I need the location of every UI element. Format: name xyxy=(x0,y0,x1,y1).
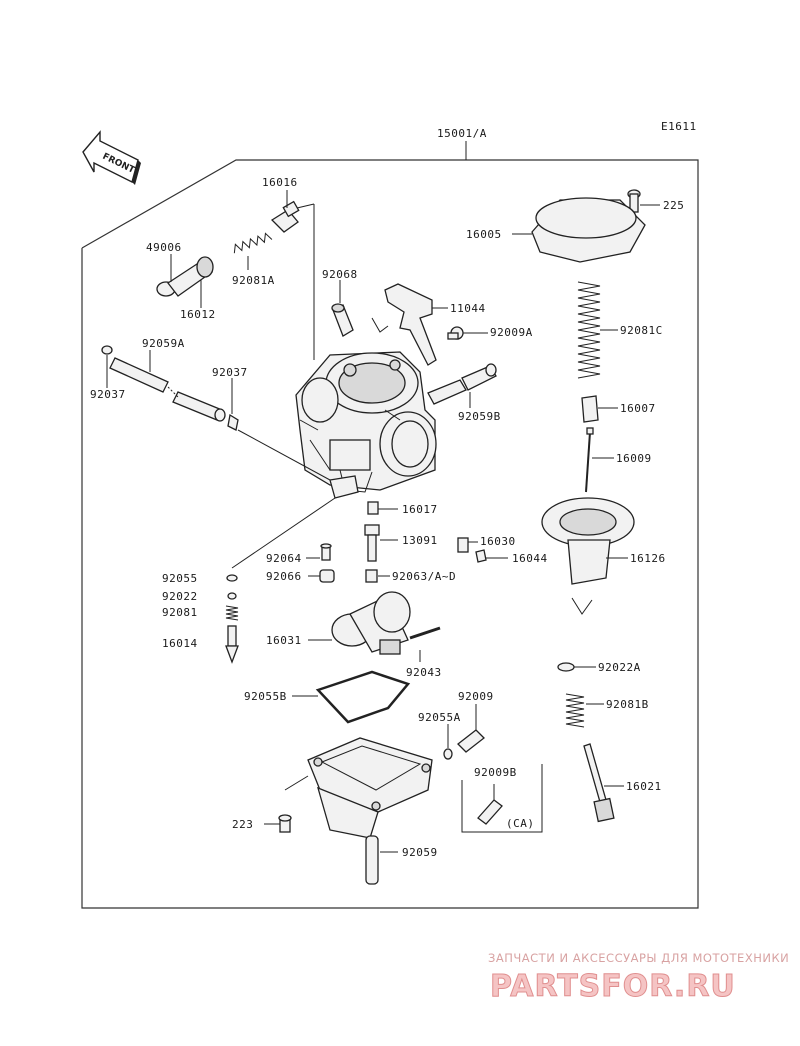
part-92081A-spring xyxy=(233,232,273,270)
label-16126: 16126 xyxy=(630,552,666,565)
label-92059: 92059 xyxy=(402,846,438,859)
part-92022A-washer xyxy=(557,662,596,672)
label-92009: 92009 xyxy=(458,690,494,703)
part-11044-bracket xyxy=(371,283,448,366)
part-16044 xyxy=(475,549,508,563)
label-16021: 16021 xyxy=(626,780,662,793)
part-92068-cap xyxy=(331,280,354,337)
part-92037-clips xyxy=(106,355,239,431)
diagram-code: E1611 xyxy=(661,120,697,133)
label-92055A: 92055A xyxy=(418,711,461,724)
part-92081C-spring xyxy=(577,281,618,379)
part-92063-jet xyxy=(365,569,390,583)
part-92059A-hose xyxy=(101,345,226,422)
label-223: 223 xyxy=(232,818,253,831)
front-direction-arrow: FRONT xyxy=(82,130,141,185)
assembly-label: 15001/A xyxy=(437,127,487,140)
part-223-screw xyxy=(264,775,309,833)
label-92066: 92066 xyxy=(266,570,302,583)
part-92055A-oring xyxy=(443,724,453,760)
label-92059B: 92059B xyxy=(458,410,501,423)
label-92037-right: 92037 xyxy=(212,366,248,379)
label-16044: 16044 xyxy=(512,552,548,565)
carburetor-body xyxy=(295,351,437,493)
label-92081: 92081 xyxy=(162,606,198,619)
part-16014-pilot-screw xyxy=(225,625,239,664)
part-16005-top-cover xyxy=(512,197,646,263)
part-92081-spring xyxy=(225,605,239,621)
label-16030: 16030 xyxy=(480,535,516,548)
label-92055: 92055 xyxy=(162,572,198,585)
label-92022A: 92022A xyxy=(598,661,641,674)
part-92043-pin xyxy=(409,626,441,662)
label-92059A: 92059A xyxy=(142,337,185,350)
part-49006-plunger xyxy=(156,254,214,308)
part-16126-diaphragm xyxy=(541,497,635,615)
part-16031-pump xyxy=(308,591,411,655)
part-92055-oring xyxy=(226,574,238,582)
label-225: 225 xyxy=(663,199,684,212)
part-92009A-screw xyxy=(447,326,488,340)
label-16007: 16007 xyxy=(620,402,656,415)
part-92066-plug xyxy=(308,569,335,583)
part-92009-drain-screw xyxy=(457,704,485,753)
label-49006: 49006 xyxy=(146,241,182,254)
label-16012: 16012 xyxy=(180,308,216,321)
part-16030 xyxy=(457,537,478,553)
label-92068: 92068 xyxy=(322,268,358,281)
part-92022-washer xyxy=(227,592,237,600)
label-16009: 16009 xyxy=(616,452,652,465)
float-bowl xyxy=(307,737,433,839)
label-13091: 13091 xyxy=(402,534,438,547)
part-92055B-gasket xyxy=(292,670,411,724)
label-16016: 16016 xyxy=(262,176,298,189)
label-92081A: 92081A xyxy=(232,274,275,287)
vent-tube xyxy=(231,429,359,569)
label-11044: 11044 xyxy=(450,302,486,315)
part-13091-jet-holder xyxy=(364,524,398,562)
part-16017 xyxy=(367,501,398,515)
label-16017: 16017 xyxy=(402,503,438,516)
label-16031: 16031 xyxy=(266,634,302,647)
part-16009-jet-needle xyxy=(585,427,614,493)
label-92064: 92064 xyxy=(266,552,302,565)
assembly-frame: 15001/A xyxy=(81,127,699,909)
label-92081C: 92081C xyxy=(620,324,663,337)
part-16007-needle-holder xyxy=(581,395,618,423)
label-92063: 92063/A~D xyxy=(392,570,456,583)
watermark-site: PARTSFOR.RU xyxy=(490,969,736,1004)
label-16014: 16014 xyxy=(162,637,198,650)
label-92055B: 92055B xyxy=(244,690,287,703)
label-16005: 16005 xyxy=(466,228,502,241)
watermark-tagline: ЗАПЧАСТИ И АКСЕССУАРЫ ДЛЯ МОТОТЕХНИКИ xyxy=(488,951,789,965)
label-92022: 92022 xyxy=(162,590,198,603)
part-92059B-hose xyxy=(427,363,497,408)
variant-label: (CA) xyxy=(506,817,535,830)
ca-variant-box xyxy=(461,764,543,833)
part-92059-drain-hose xyxy=(365,835,398,885)
part-16021-adjust-screw xyxy=(583,743,624,823)
label-92043: 92043 xyxy=(406,666,442,679)
part-16016 xyxy=(270,190,315,360)
label-92009A: 92009A xyxy=(490,326,533,339)
label-92037-left: 92037 xyxy=(90,388,126,401)
part-92081B-spring xyxy=(565,693,604,728)
part-225-screw xyxy=(627,189,660,213)
part-92064-screw xyxy=(306,543,332,561)
label-92081B: 92081B xyxy=(606,698,649,711)
label-92009B: 92009B xyxy=(474,766,517,779)
